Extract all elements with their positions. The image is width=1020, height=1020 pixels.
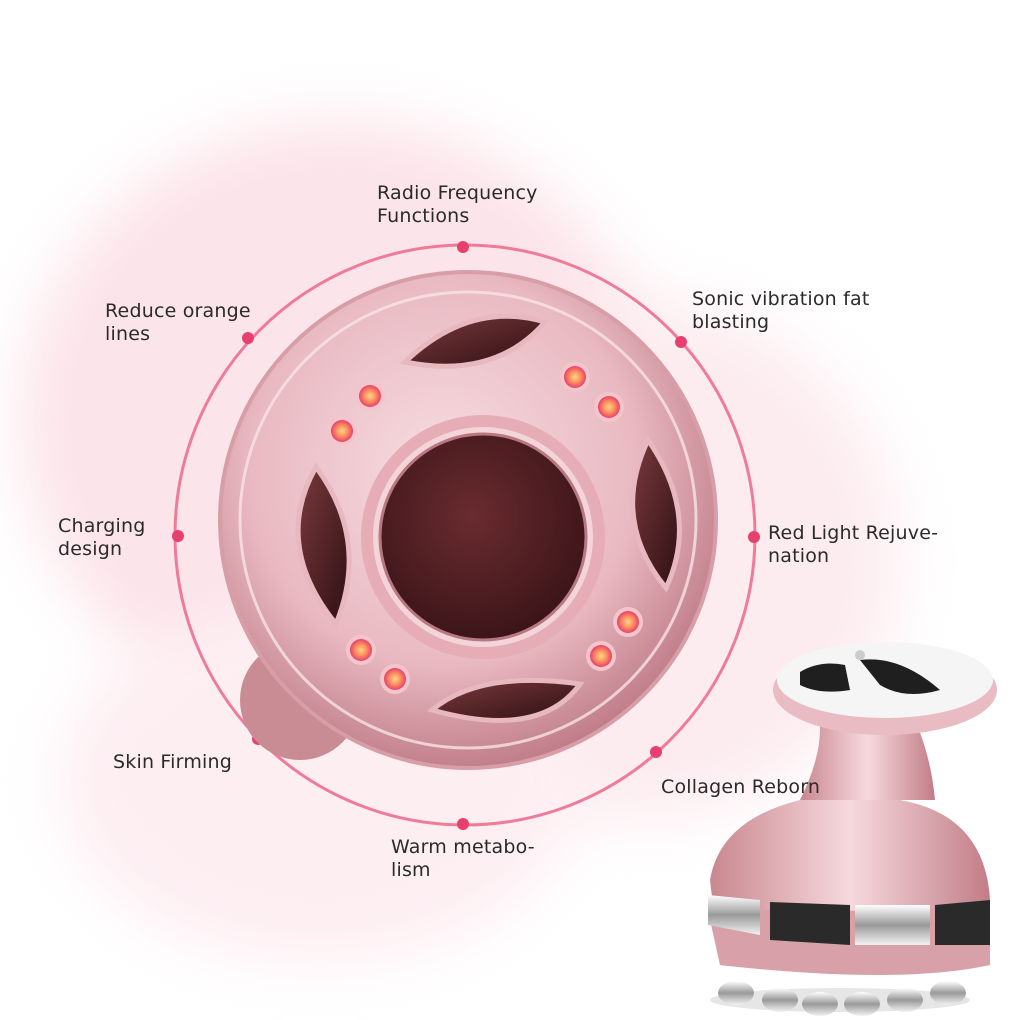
electrode-left (295, 462, 352, 629)
ring-dot-warm (457, 818, 469, 830)
ring-dot-collagen (650, 746, 662, 758)
electrode-top (399, 313, 550, 369)
label-red-light: Red Light Rejuve-nation (768, 522, 939, 567)
electrode-bottom (426, 677, 585, 723)
ring-dot-sonic (675, 336, 687, 348)
label-collagen: Collagen Reborn (661, 776, 821, 798)
ring-dot-charging (172, 530, 184, 542)
label-skin-firming: Skin Firming (113, 751, 233, 773)
ring-dot-rf (457, 241, 469, 253)
ring-dot-redlight (748, 531, 760, 543)
label-warm-metabolism: Warm metabo-lism (391, 836, 535, 881)
red-leds (327, 362, 643, 694)
ring-dot-orange (242, 332, 254, 344)
device-side-view (708, 642, 997, 1016)
electrode-right (630, 435, 682, 593)
device-head-front (218, 270, 718, 770)
